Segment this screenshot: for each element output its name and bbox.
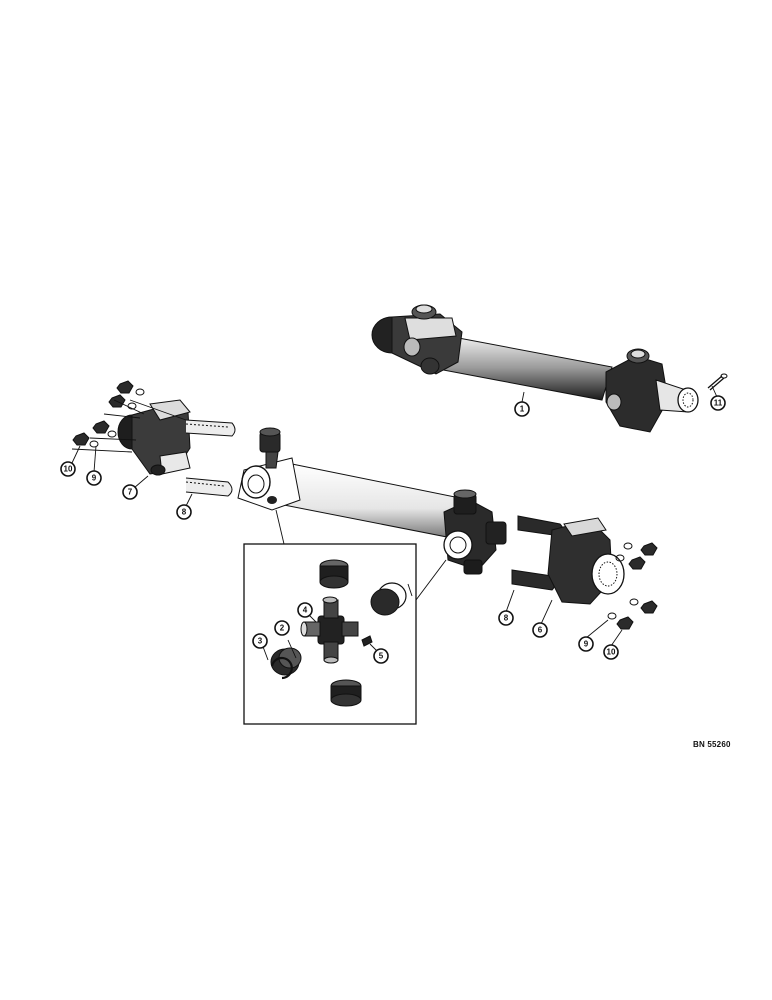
callout-8-left: 8 xyxy=(176,504,192,520)
svg-text:9: 9 xyxy=(92,474,97,483)
assembled-drive-shaft xyxy=(371,304,728,433)
callout-9-left: 9 xyxy=(86,470,102,486)
exploded-tube xyxy=(237,427,507,575)
callout-10-left: 10 xyxy=(60,461,76,477)
svg-text:10: 10 xyxy=(607,648,616,657)
svg-text:9: 9 xyxy=(584,640,589,649)
callout-3: 3 xyxy=(252,633,268,649)
left-flange-yoke xyxy=(117,399,236,497)
svg-text:3: 3 xyxy=(258,637,263,646)
svg-text:6: 6 xyxy=(538,626,543,635)
svg-text:7: 7 xyxy=(128,488,133,497)
svg-text:1: 1 xyxy=(520,405,525,414)
callout-5: 5 xyxy=(373,648,389,664)
callout-8-right: 8 xyxy=(498,610,514,626)
callout-4: 4 xyxy=(297,602,313,618)
svg-text:5: 5 xyxy=(379,652,384,661)
callout-10-right: 10 xyxy=(603,644,619,660)
svg-text:10: 10 xyxy=(64,465,73,474)
svg-text:2: 2 xyxy=(280,624,285,633)
svg-text:8: 8 xyxy=(504,614,509,623)
callout-7: 7 xyxy=(122,484,138,500)
left-nuts-washers xyxy=(72,380,145,448)
universal-joint-inset xyxy=(243,509,447,725)
callout-9-right: 9 xyxy=(578,636,594,652)
reference-code: BN 55260 xyxy=(693,740,731,749)
svg-text:8: 8 xyxy=(182,508,187,517)
right-flange-yoke xyxy=(511,515,625,605)
svg-text:4: 4 xyxy=(303,606,308,615)
svg-text:11: 11 xyxy=(714,399,723,408)
callout-1: 1 xyxy=(514,401,530,417)
callout-6: 6 xyxy=(532,622,548,638)
callout-2: 2 xyxy=(274,620,290,636)
leader-lines xyxy=(71,385,718,661)
right-nuts-washers xyxy=(607,542,658,630)
callout-11: 11 xyxy=(710,395,726,411)
